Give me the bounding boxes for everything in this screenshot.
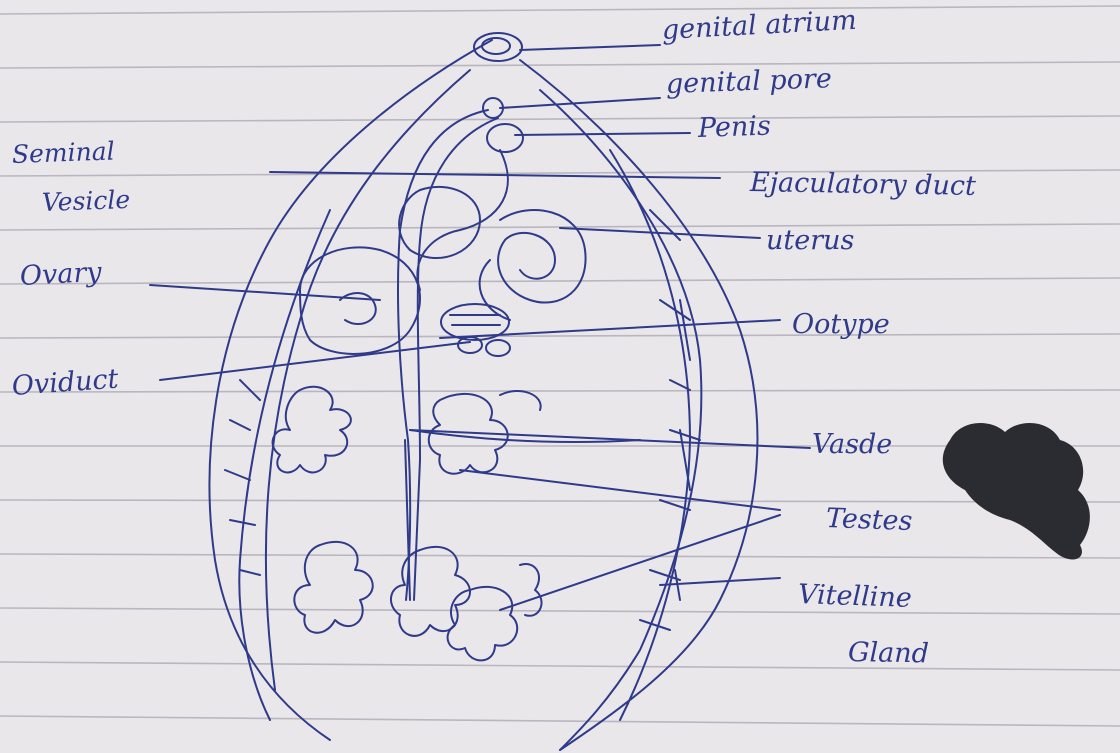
label-penis: Penis [697, 111, 771, 144]
body-outline-right [520, 60, 757, 750]
seminal-vesicle [399, 187, 480, 258]
label-vitelline-line1: Vitelline [797, 580, 912, 614]
body-outline [210, 40, 492, 740]
label-seminal-vesicle-line2: Vesicle [41, 185, 130, 218]
penis [487, 124, 523, 152]
uterus [498, 210, 585, 303]
label-ejaculatory-duct: Ejaculatory duct [750, 168, 976, 202]
label-seminal-vesicle-line1: Seminal [11, 136, 115, 170]
label-vas-deferens: Vasde [812, 430, 892, 460]
label-ootype: Ootype [792, 310, 890, 340]
ruled-lines [0, 6, 1120, 726]
label-uterus: uterus [766, 226, 854, 256]
ink-blot [943, 423, 1090, 559]
label-ovary: Ovary [19, 258, 102, 292]
label-vitelline-line2: Gland [848, 638, 929, 669]
ejaculatory-duct [417, 150, 507, 290]
label-testes: Testes [825, 504, 912, 537]
label-genital-pore: genital pore [665, 64, 832, 100]
ovary [300, 247, 420, 354]
